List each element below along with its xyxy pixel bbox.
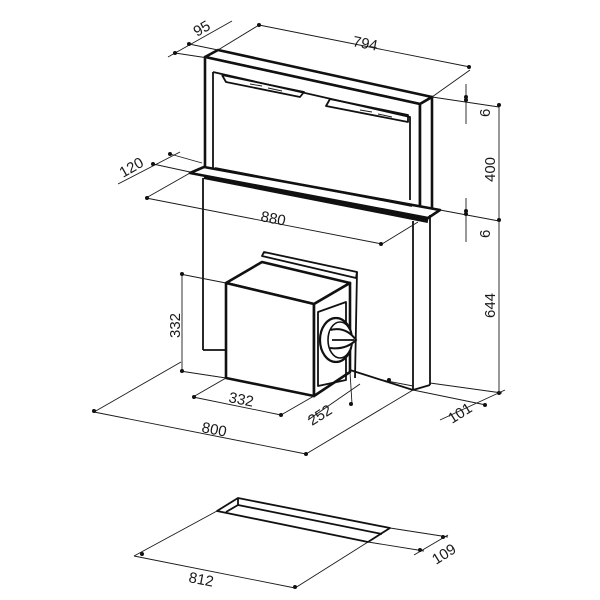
dim-body-width: 800 <box>200 419 228 440</box>
dim-lower-gap: 6 <box>477 230 494 238</box>
dim-top-depth: 95 <box>191 17 214 40</box>
dim-vent-width: 812 <box>187 569 215 590</box>
lower-body <box>202 178 431 391</box>
vent-grille <box>216 497 391 543</box>
motor-box <box>224 251 358 398</box>
dim-motor-width: 332 <box>227 389 255 410</box>
dim-top-gap: 6 <box>477 109 494 117</box>
dim-vent-depth: 109 <box>429 541 459 569</box>
dim-rise-height: 400 <box>482 157 499 182</box>
dim-motor-depth: 252 <box>305 402 335 430</box>
dim-body-depth: 101 <box>445 400 475 428</box>
dim-motor-height: 332 <box>167 313 184 338</box>
dim-body-height: 644 <box>482 293 499 318</box>
dim-top-width: 794 <box>351 33 379 54</box>
dim-trim-width: 880 <box>259 208 287 229</box>
rising-panel <box>203 48 434 217</box>
dimension-lines <box>92 20 506 589</box>
dim-trim-depth: 120 <box>117 154 147 181</box>
